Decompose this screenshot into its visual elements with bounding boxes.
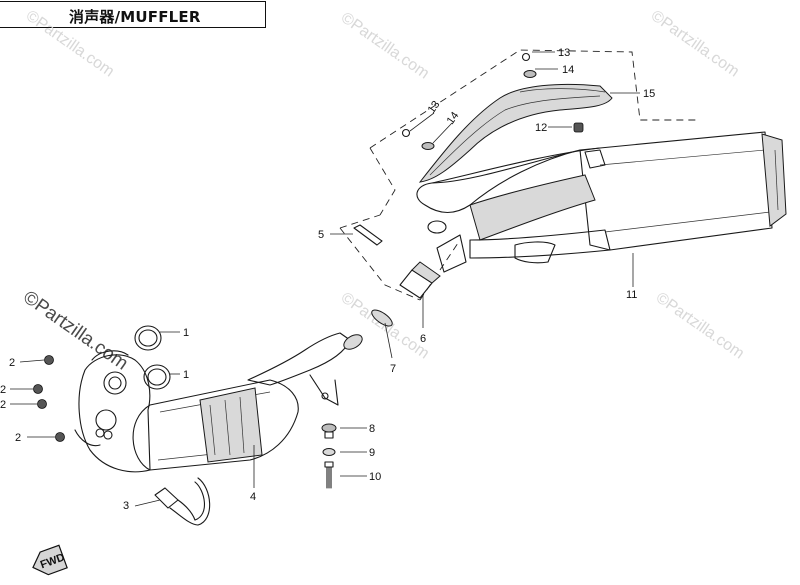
- stud-bolt: [353, 224, 383, 246]
- callout-15: 15: [643, 88, 655, 100]
- callout-2: 2: [0, 399, 6, 411]
- watermark: ©Partzilla.com: [19, 287, 132, 375]
- callout-7: 7: [390, 363, 396, 375]
- callout-13: 13: [426, 99, 443, 116]
- callout-1: 1: [183, 327, 189, 339]
- watermark: ©Partzilla.com: [338, 9, 432, 82]
- callout-9: 9: [369, 447, 375, 459]
- callout-2: 2: [15, 432, 21, 444]
- callout-1: 1: [183, 369, 189, 381]
- callout-5: 5: [318, 229, 324, 241]
- callout-4: 4: [250, 491, 256, 503]
- leader-lines: [10, 51, 640, 507]
- exhaust-gaskets: [134, 325, 171, 390]
- callout-13: 13: [558, 47, 570, 59]
- o2-sensor: [154, 477, 211, 526]
- screw-washer-top: [401, 52, 537, 150]
- exhaust-manifold: [74, 350, 151, 473]
- page-title: 消声器/MUFFLER: [69, 8, 201, 26]
- clamp-nut: [573, 122, 584, 133]
- flange-nuts: [33, 355, 65, 442]
- callout-2: 2: [9, 357, 15, 369]
- title-box: 消声器/MUFFLER: [0, 1, 266, 28]
- callout-14: 14: [562, 64, 574, 76]
- callout-8: 8: [369, 423, 375, 435]
- callout-11: 11: [626, 289, 637, 301]
- connector-pipe: [399, 234, 467, 299]
- heat-shield: [418, 83, 613, 183]
- watermark: ©Partzilla.com: [23, 7, 117, 80]
- callout-14: 14: [445, 110, 462, 127]
- watermark: ©Partzilla.com: [648, 7, 742, 80]
- catalyst-pipe: [132, 332, 363, 471]
- callout-10: 10: [369, 471, 381, 483]
- watermark: ©Partzilla.com: [338, 289, 432, 362]
- watermark: ©Partzilla.com: [653, 289, 747, 362]
- callout-2: 2: [0, 384, 6, 396]
- muffler-body: [416, 131, 787, 264]
- fwd-arrow: FWD: [32, 544, 68, 576]
- callout-12: 12: [535, 122, 547, 134]
- gasket: [371, 309, 393, 327]
- callout-3: 3: [123, 500, 129, 512]
- mount-bolt-stack: [321, 423, 337, 489]
- callout-6: 6: [420, 333, 426, 345]
- callout-labels: 1 1 2 2 2 2 3 4 5 6 7 8 9 10 11 12 13 14…: [0, 47, 655, 512]
